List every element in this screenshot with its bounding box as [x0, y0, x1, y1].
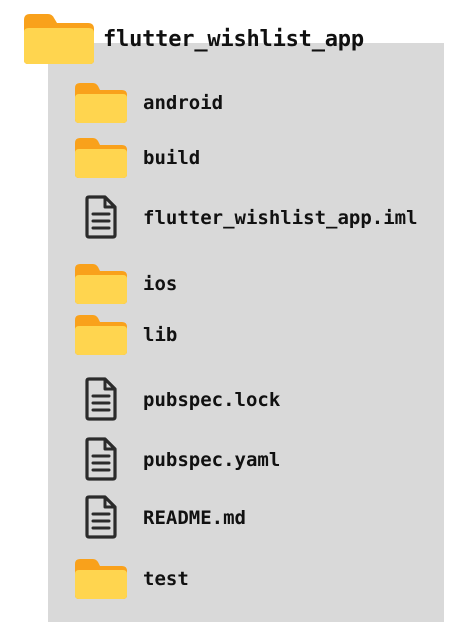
item-label: README.md: [143, 507, 246, 529]
file-icon: [85, 437, 117, 481]
file-item-flutter-wishlist-app-iml[interactable]: flutter_wishlist_app.iml: [0, 195, 474, 241]
item-label: build: [143, 147, 201, 169]
folder-item-build[interactable]: build: [0, 135, 474, 181]
item-label: android: [143, 92, 224, 114]
item-label: test: [143, 568, 189, 590]
item-label: pubspec.lock: [143, 389, 281, 411]
folder-item-test[interactable]: test: [0, 556, 474, 602]
item-label: lib: [143, 324, 178, 346]
file-item-pubspec-lock[interactable]: pubspec.lock: [0, 377, 474, 423]
root-folder-label[interactable]: flutter_wishlist_app: [103, 27, 364, 52]
root-folder-icon: [24, 14, 94, 64]
folder-icon: [75, 264, 127, 304]
item-label: pubspec.yaml: [143, 449, 281, 471]
item-label: ios: [143, 273, 178, 295]
folder-icon: [75, 83, 127, 123]
folder-item-ios[interactable]: ios: [0, 261, 474, 307]
file-icon: [85, 195, 117, 239]
folder-icon: [75, 559, 127, 599]
folder-icon: [75, 138, 127, 178]
folder-icon: [75, 315, 127, 355]
file-item-pubspec-yaml[interactable]: pubspec.yaml: [0, 437, 474, 483]
file-icon: [85, 495, 117, 539]
file-item-readme-md[interactable]: README.md: [0, 495, 474, 541]
folder-item-lib[interactable]: lib: [0, 312, 474, 358]
item-label: flutter_wishlist_app.iml: [143, 207, 418, 229]
file-icon: [85, 377, 117, 421]
folder-item-android[interactable]: android: [0, 80, 474, 126]
